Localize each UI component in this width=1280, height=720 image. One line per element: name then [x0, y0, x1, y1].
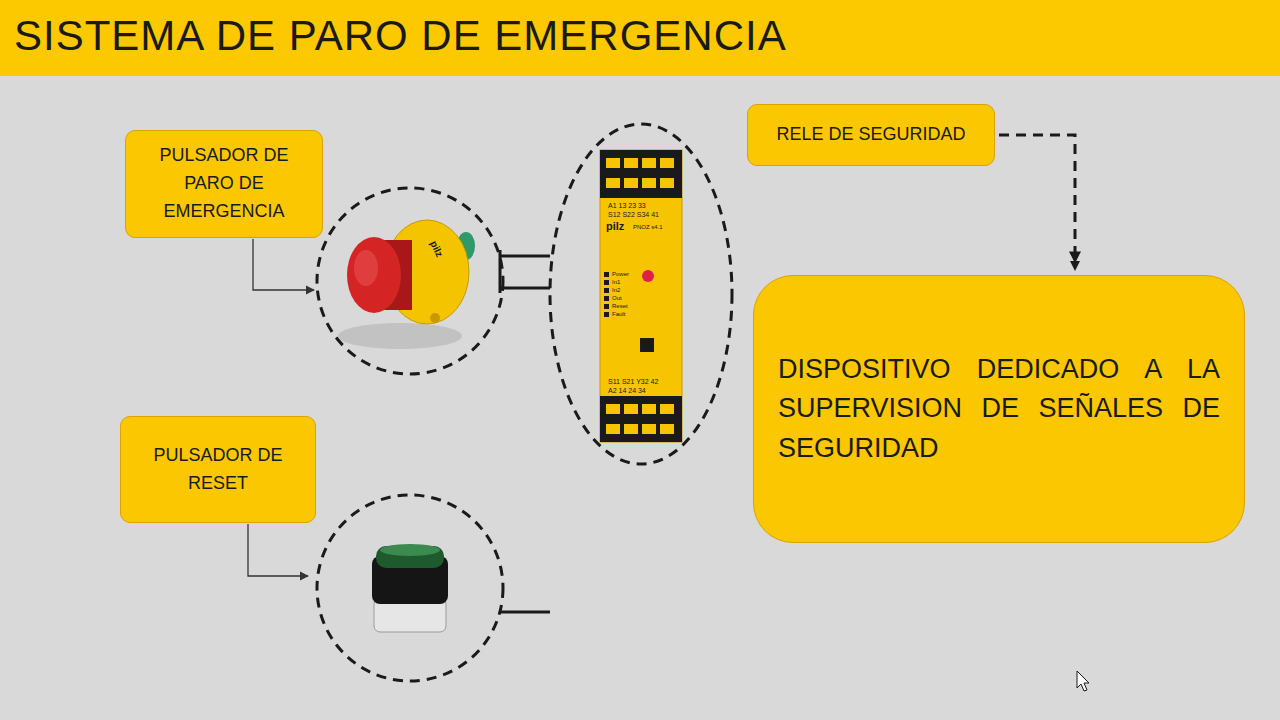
component-box: PULSADOR DE PARO DE EMERGENCIA: [125, 130, 323, 238]
terminal-label: A2 14 24 34: [608, 387, 646, 394]
terminal-label: A1 13 23 33: [608, 202, 646, 209]
leader-line: [253, 239, 314, 290]
description-box: DISPOSITIVO DEDICADO A LA SUPERVISION DE…: [753, 275, 1245, 543]
component-box: RELE DE SEGURIDAD: [747, 104, 995, 166]
leader-line: [248, 524, 308, 576]
emergency-button-picture: [338, 220, 475, 349]
brand-logo: pilz: [606, 221, 624, 232]
safety-relay-picture: [600, 150, 682, 442]
mouse-pointer: [1077, 671, 1089, 691]
terminal-label: Reset: [612, 303, 628, 309]
terminal-label: In2: [612, 287, 620, 293]
wire: [500, 611, 550, 614]
component-box: PULSADOR DE RESET: [120, 416, 316, 523]
title: SISTEMA DE PARO DE EMERGENCIA: [14, 12, 787, 60]
dashed-circle: [317, 188, 503, 374]
terminal-label: Power: [612, 271, 629, 277]
terminal-label: In1: [612, 279, 620, 285]
terminal-label: Out: [612, 295, 622, 301]
terminal-label: S12 S22 S34 41: [608, 211, 659, 218]
terminal-label: Fault: [612, 311, 625, 317]
box-text: PULSADOR DE RESET: [131, 442, 305, 498]
reset-button-picture: [372, 544, 448, 632]
dashed-ellipse: [550, 124, 732, 464]
arrow-head: [1070, 261, 1080, 271]
dashed-arrow: [999, 135, 1075, 261]
terminal-label: S11 S21 Y32 42: [608, 378, 658, 385]
terminal-label: PNOZ s4.1: [633, 224, 663, 230]
box-text: DISPOSITIVO DEDICADO A LA SUPERVISION DE…: [778, 350, 1220, 467]
wire: [500, 287, 550, 290]
box-text: PULSADOR DE PARO DE EMERGENCIA: [136, 142, 312, 226]
wire: [500, 255, 550, 258]
box-text: RELE DE SEGURIDAD: [758, 121, 984, 149]
dashed-circle: [317, 495, 503, 681]
